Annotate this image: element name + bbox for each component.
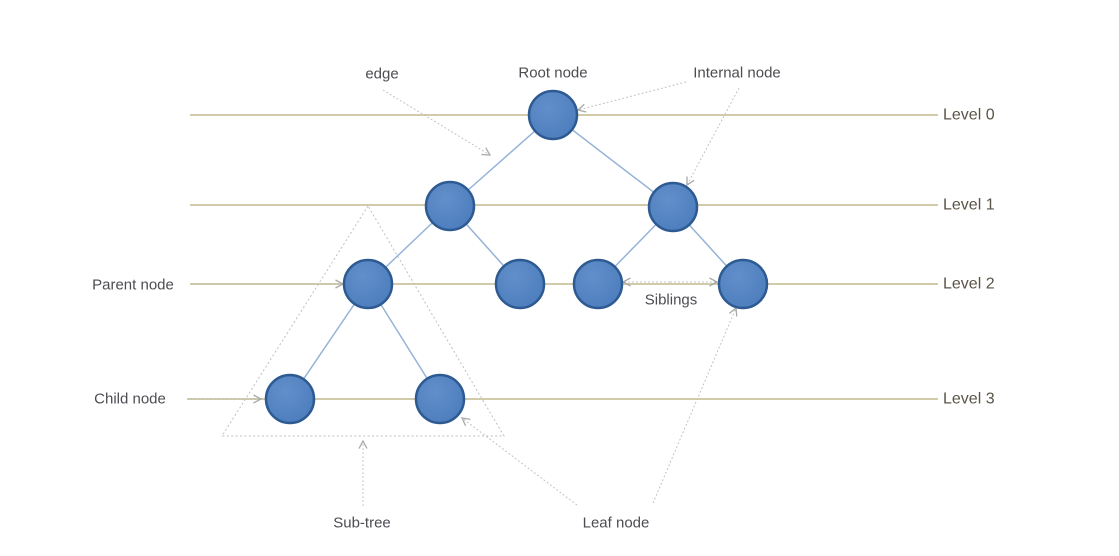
tree-node-root	[527, 89, 579, 141]
leaf-node-pointer-right-arrow	[652, 306, 738, 504]
level-label-3: Level 3	[943, 391, 995, 408]
internal-node-label: Internal node	[693, 65, 781, 82]
tree-node-l2-1	[342, 258, 394, 310]
tree-node-l3-2	[414, 373, 466, 425]
leaf-node-label: Leaf node	[583, 515, 650, 532]
tree-node-l1-right	[647, 181, 699, 233]
level-lines	[187, 114, 938, 400]
annotation-arrows	[190, 81, 740, 506]
tree-node-l3-1	[264, 373, 316, 425]
level-label-2: Level 2	[943, 276, 995, 293]
root-node-label: Root node	[518, 65, 587, 82]
edge-label: edge	[365, 66, 398, 83]
tree-node-l1-left	[424, 180, 476, 232]
leaf-node-pointer-left-arrow	[460, 417, 578, 506]
level-label-1: Level 1	[943, 197, 995, 214]
internal-node-to-root-pointer-arrow	[576, 81, 687, 113]
subtree-label: Sub-tree	[333, 515, 391, 532]
level-label-0: Level 0	[943, 107, 995, 124]
internal-node-to-level1-pointer-arrow	[686, 87, 740, 187]
tree-node-l2-3	[572, 258, 624, 310]
siblings-label: Siblings	[645, 292, 698, 309]
parent-node-label: Parent node	[92, 277, 174, 294]
tree-nodes	[264, 89, 769, 425]
tree-edges	[289, 114, 744, 400]
tree-node-l2-2	[494, 258, 546, 310]
edge-pointer-arrow	[382, 89, 492, 156]
child-node-label: Child node	[94, 391, 166, 408]
subtree-outline	[221, 205, 505, 437]
tree-node-l2-4	[717, 258, 769, 310]
